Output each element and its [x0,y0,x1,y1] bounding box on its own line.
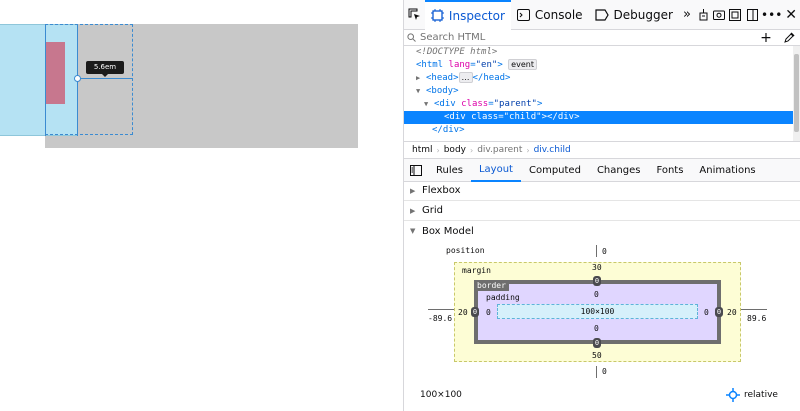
chevron-right-icon: › [436,145,440,155]
collapse-arrow-icon[interactable]: ▼ [424,100,429,108]
crosshair-icon[interactable] [726,388,740,402]
chevron-right-icon: › [469,145,474,155]
offset-tooltip: 5.6em [86,61,124,77]
border-top-value[interactable]: 0 [593,276,601,286]
breadcrumb: html › body › div.parent › div.child [404,141,800,159]
markup-node-head[interactable]: ▶<head>…</head> [416,72,511,83]
margin-left-value[interactable]: 20 [458,308,468,317]
element-size: 100×100 [420,390,462,400]
child-margin-highlight [0,24,78,136]
inspector-icon [430,9,444,22]
markup-tree: <!DOCTYPE html> <html lang="en"> event ▶… [404,46,793,140]
position-label: position [446,246,485,255]
markup-search-bar: + [404,30,800,46]
margin-right-value[interactable]: 20 [727,308,737,317]
section-grid[interactable]: ▶ Grid [404,201,800,221]
expand-arrow-icon[interactable]: ▶ [416,74,421,82]
box-model-footer: 100×100 relative [404,383,800,407]
tab-animations[interactable]: Animations [699,164,756,176]
devtools-toolbar: Inspector Console Debugger » [404,0,800,30]
tab-computed[interactable]: Computed [528,164,581,176]
section-flexbox[interactable]: ▶ Flexbox [404,181,800,201]
sidebar-tabs: Rules Layout Computed Changes Fonts Anim… [404,159,800,182]
screenshot-icon[interactable] [711,0,727,30]
border-right-value[interactable]: 0 [715,307,723,317]
breadcrumb-item-div-child[interactable]: div.child [533,145,571,155]
network-icon[interactable] [695,0,711,30]
page-viewport: 5.6em [0,24,358,148]
markup-scrollbar[interactable] [793,46,800,142]
markup-node-div-child[interactable]: <div class="child"></div> [404,111,793,124]
eyedropper-icon[interactable] [778,32,800,43]
devtools-panel: Inspector Console Debugger » [403,0,800,411]
padding-right-value[interactable]: 0 [704,308,709,317]
parent-element-highlight [45,24,358,148]
position-right-value[interactable]: 89.6 [747,314,767,323]
collapsed-content-badge[interactable]: … [458,72,473,83]
expand-arrow-icon: ▶ [410,186,416,195]
padding-left-value[interactable]: 0 [486,308,491,317]
tab-changes[interactable]: Changes [596,164,641,176]
position-left-value[interactable]: -89.6 [428,314,453,323]
tab-console[interactable]: Console [511,0,589,30]
tab-debugger[interactable]: Debugger [589,0,679,30]
expand-arrow-icon: ▶ [410,206,416,215]
box-model-diagram: position 0 0 -89.6 89.6 margin 30 50 20 … [404,241,800,411]
search-input[interactable] [418,32,754,43]
padding-bottom-value[interactable]: 0 [594,324,599,333]
child-box-outline [45,24,133,135]
breadcrumb-item-div-parent[interactable]: div.parent [477,145,523,155]
margin-label: margin [462,266,491,275]
close-icon[interactable]: ✕ [785,6,797,23]
margin-top-value[interactable]: 30 [592,263,602,272]
event-badge[interactable]: event [508,59,537,70]
tab-inspector[interactable]: Inspector [424,0,511,30]
console-icon [516,8,530,21]
markup-node-div-close[interactable]: </div> [432,125,465,135]
padding-top-value[interactable]: 0 [594,290,599,299]
position-top-value[interactable]: 0 [602,247,607,256]
more-options-icon[interactable]: ••• [761,7,783,22]
position-bottom-value[interactable]: 0 [602,367,607,376]
debugger-icon [594,8,609,21]
pick-element-icon[interactable] [404,0,425,30]
breadcrumb-item-body[interactable]: body [443,145,466,155]
section-box-model[interactable]: ▼ Box Model [410,225,474,237]
chevron-right-icon: › [526,145,530,155]
border-label: border [474,280,509,291]
margin-bottom-value[interactable]: 50 [592,351,602,360]
element-position-type: relative [726,388,778,402]
markup-node-doctype[interactable]: <!DOCTYPE html> [416,47,498,57]
border-bottom-value[interactable]: 0 [593,338,601,348]
markup-node-div-parent[interactable]: ▼<div class="parent"> [424,99,543,109]
tab-rules[interactable]: Rules [436,164,463,176]
toggle-sidebar-icon[interactable] [404,159,428,182]
markup-node-body[interactable]: ▼<body> [416,86,459,96]
more-tools-icon[interactable]: » [683,7,691,22]
tab-fonts[interactable]: Fonts [656,164,684,176]
dock-side-icon[interactable] [743,0,761,30]
collapse-arrow-icon: ▼ [410,227,416,235]
content-box[interactable]: 100×100 [497,304,698,319]
padding-label: padding [486,293,520,302]
search-icon [404,33,418,42]
scrollbar-thumb[interactable] [794,54,799,132]
offset-indicator [46,42,65,104]
border-left-value[interactable]: 0 [471,307,479,317]
markup-node-html[interactable]: <html lang="en"> event [404,59,793,72]
tab-layout[interactable]: Layout [470,159,521,182]
collapse-arrow-icon[interactable]: ▼ [416,87,421,95]
add-node-icon[interactable]: + [760,29,772,46]
offset-guide-line [78,78,133,79]
offset-handle[interactable] [74,75,81,82]
toggle-tools-icon[interactable] [727,0,743,30]
breadcrumb-item-html[interactable]: html [412,145,433,155]
